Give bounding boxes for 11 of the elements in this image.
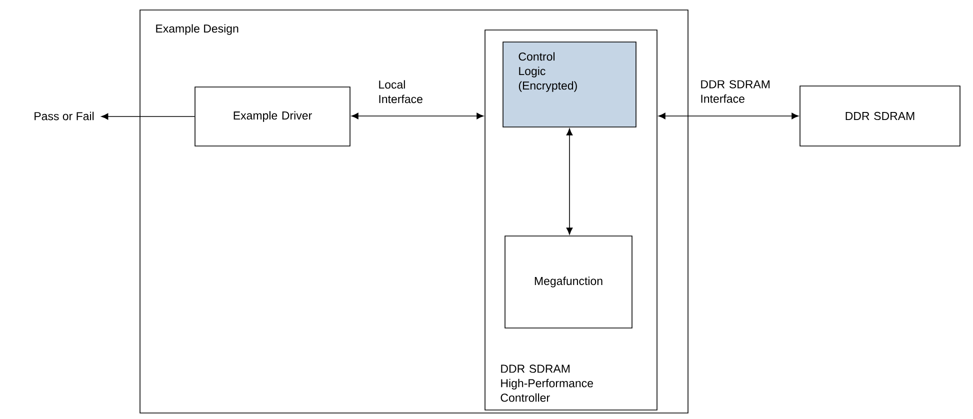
edge-label: DDR SDRAM Interface (701, 80, 770, 103)
arrow (351, 112, 484, 120)
block-box: Megafunction (504, 236, 632, 328)
block-box: DDR SDRAM (800, 86, 960, 146)
text-label: Pass or Fail (34, 112, 94, 120)
block-box: Example Driver (194, 86, 350, 146)
arrow (566, 128, 573, 235)
arrow (658, 112, 799, 120)
block-box: Control Logic (Encrypted) (502, 42, 636, 128)
arrow (101, 113, 196, 120)
edge-label: Local Interface (379, 80, 422, 104)
